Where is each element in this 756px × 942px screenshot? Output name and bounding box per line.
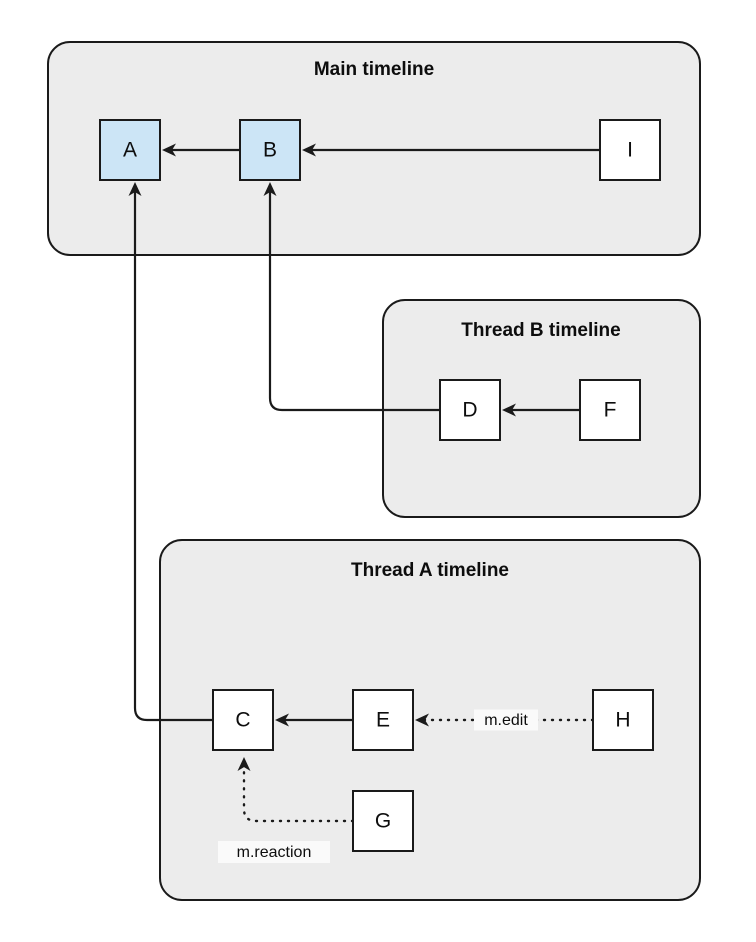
arrowhead-D-to-B <box>263 182 277 196</box>
event-node-box-A <box>99 119 161 181</box>
event-node-box-E <box>352 689 414 751</box>
arrowhead-E-to-C <box>275 713 289 727</box>
edge-label-G-to-C: m.reaction <box>237 844 312 861</box>
event-node-box-H <box>592 689 654 751</box>
event-node-box-D <box>439 379 501 441</box>
event-node-box-B <box>239 119 301 181</box>
edges-layer <box>128 143 600 823</box>
event-node-label-H: H <box>615 709 630 732</box>
timeline-group-title-main: Main timeline <box>314 59 434 80</box>
timeline-group-title-thread-b: Thread B timeline <box>461 320 620 341</box>
event-node-label-C: C <box>235 709 250 732</box>
edge-labels-layer: m.edit m.reaction <box>218 709 538 863</box>
timeline-group-main <box>47 41 701 256</box>
arrowhead-C-to-A <box>128 182 142 196</box>
event-node-label-G: G <box>375 810 391 833</box>
arrowhead-F-to-D <box>502 403 516 417</box>
event-node-label-I: I <box>627 139 633 162</box>
timeline-group-thread-b <box>382 299 701 518</box>
event-node-box-C <box>212 689 274 751</box>
event-node-box-F <box>579 379 641 441</box>
arrowhead-B-to-A <box>162 143 176 157</box>
edge-C-to-A <box>133 187 213 722</box>
event-node-D[interactable]: D <box>439 379 501 441</box>
edge-D-to-B <box>268 187 440 412</box>
edge-label-background-G-to-C <box>218 841 330 863</box>
event-node-label-F: F <box>604 399 617 422</box>
event-node-C[interactable]: C <box>212 689 274 751</box>
event-node-label-B: B <box>263 139 277 162</box>
event-node-label-E: E <box>376 709 390 732</box>
event-node-I[interactable]: I <box>599 119 661 181</box>
event-node-label-D: D <box>462 399 477 422</box>
event-nodes-layer: A B I D F C E H G <box>99 119 661 852</box>
event-node-box-I <box>599 119 661 181</box>
timeline-group-title-thread-a: Thread A timeline <box>351 560 509 581</box>
event-node-H[interactable]: H <box>592 689 654 751</box>
event-node-E[interactable]: E <box>352 689 414 751</box>
event-node-label-A: A <box>123 139 137 162</box>
edge-label-H-to-E: m.edit <box>484 712 528 729</box>
event-node-box-G <box>352 790 414 852</box>
event-node-B[interactable]: B <box>239 119 301 181</box>
arrowhead-H-to-E <box>415 713 429 727</box>
arrowhead-I-to-B <box>302 143 316 157</box>
edge-G-to-C <box>242 763 355 823</box>
arrowhead-G-to-C <box>237 757 251 771</box>
event-node-G[interactable]: G <box>352 790 414 852</box>
event-node-A[interactable]: A <box>99 119 161 181</box>
edge-label-background-H-to-E <box>474 709 538 731</box>
event-node-F[interactable]: F <box>579 379 641 441</box>
